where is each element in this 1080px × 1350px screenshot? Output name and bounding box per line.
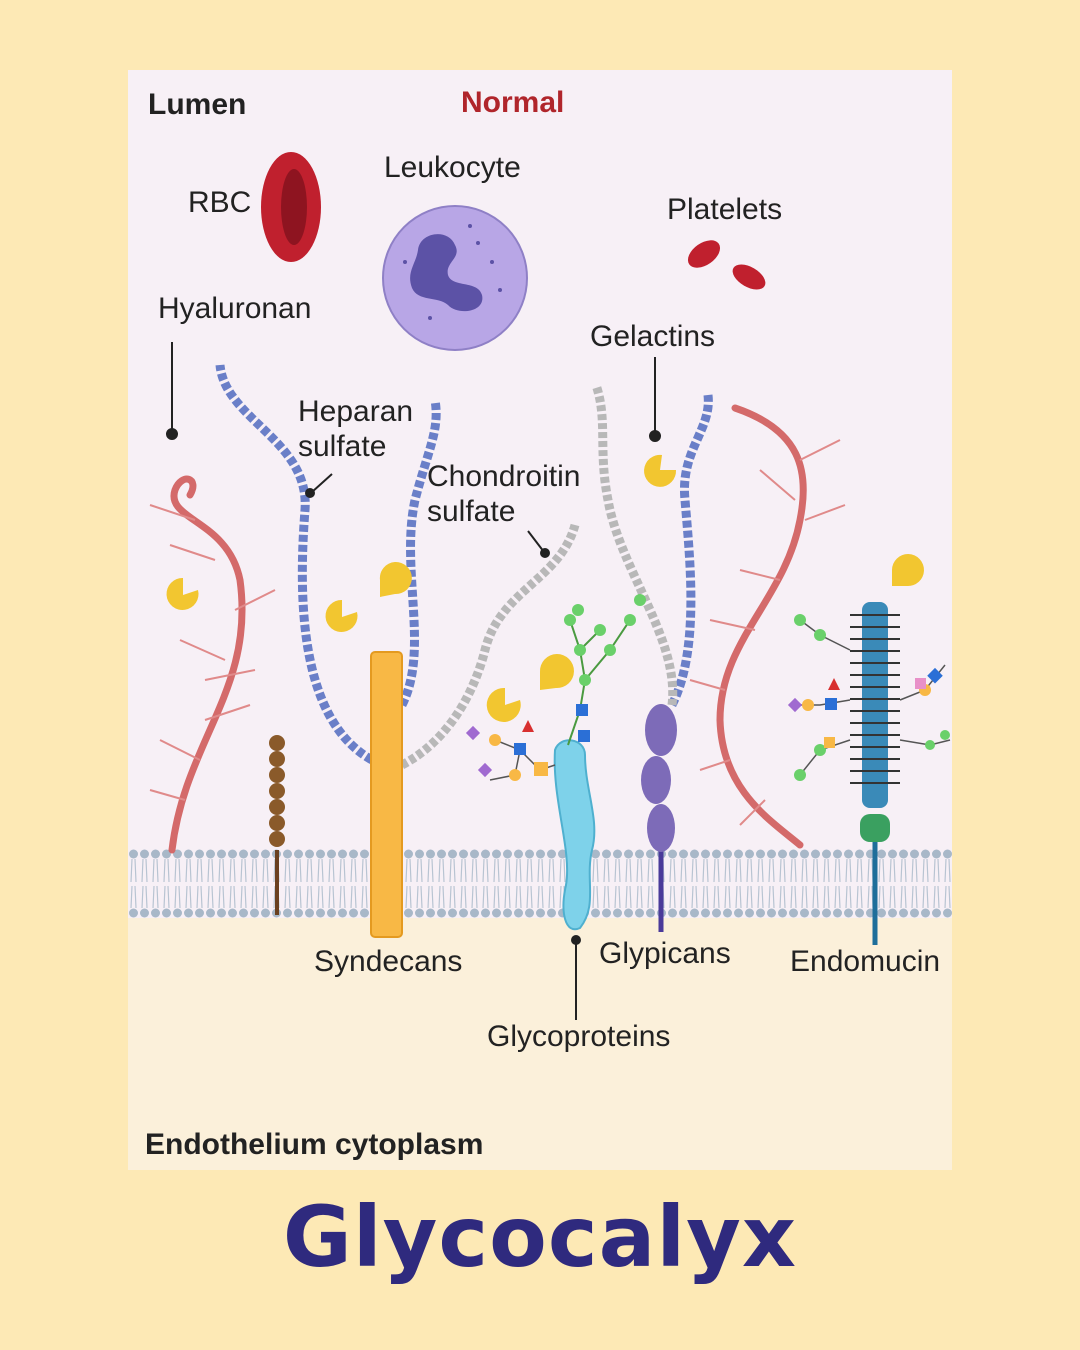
endomucin-label: Endomucin (790, 945, 941, 978)
hyaluronan-strand-left (149, 475, 276, 854)
platelets (687, 240, 766, 290)
syndecans-label: Syndecans (314, 945, 463, 978)
hyaluronan-strand-right (689, 404, 846, 849)
normal-label: Normal (461, 86, 565, 119)
gelactins-label: Gelactins (590, 320, 716, 353)
lumen-label: Lumen (148, 88, 247, 121)
glycoproteins-label: Glycoproteins (487, 1020, 671, 1053)
cytoplasm-label: Endothelium cytoplasm (145, 1128, 484, 1161)
leukocyte-label: Leukocyte (384, 151, 521, 184)
glypican-molecule (641, 704, 677, 932)
heparan-sulfate-chain-right (667, 394, 713, 708)
glypicans-label: Glypicans (599, 937, 731, 970)
chondroitin-sulfate-chain-middle (399, 523, 580, 769)
cell-membrane (128, 848, 952, 920)
bead-chain-protein (269, 735, 285, 915)
hyaluronan-label: Hyaluronan (158, 292, 312, 325)
label-pointers (166, 342, 661, 558)
endomucin-molecule (787, 602, 951, 945)
page-title: Glycocalyx (282, 1188, 798, 1286)
galectin-proteins (166, 454, 924, 722)
platelets-label: Platelets (667, 193, 783, 226)
leukocyte-cell (382, 205, 528, 351)
syndecan-core-protein (370, 651, 403, 938)
glycoprotein-molecule (465, 594, 646, 931)
chondroitin-sulfate-chain-right (591, 383, 678, 706)
rbc-cell (261, 152, 321, 262)
heparan-sulfate-label: Heparan sulfate (298, 395, 414, 463)
chondroitin-sulfate-label: Chondroitin sulfate (427, 460, 581, 528)
heparan-sulfate-chain-left (215, 364, 375, 764)
heparan-sulfate-chain-middle (397, 399, 441, 708)
cytoplasm-region (128, 918, 952, 1170)
rbc-label: RBC (188, 186, 252, 219)
